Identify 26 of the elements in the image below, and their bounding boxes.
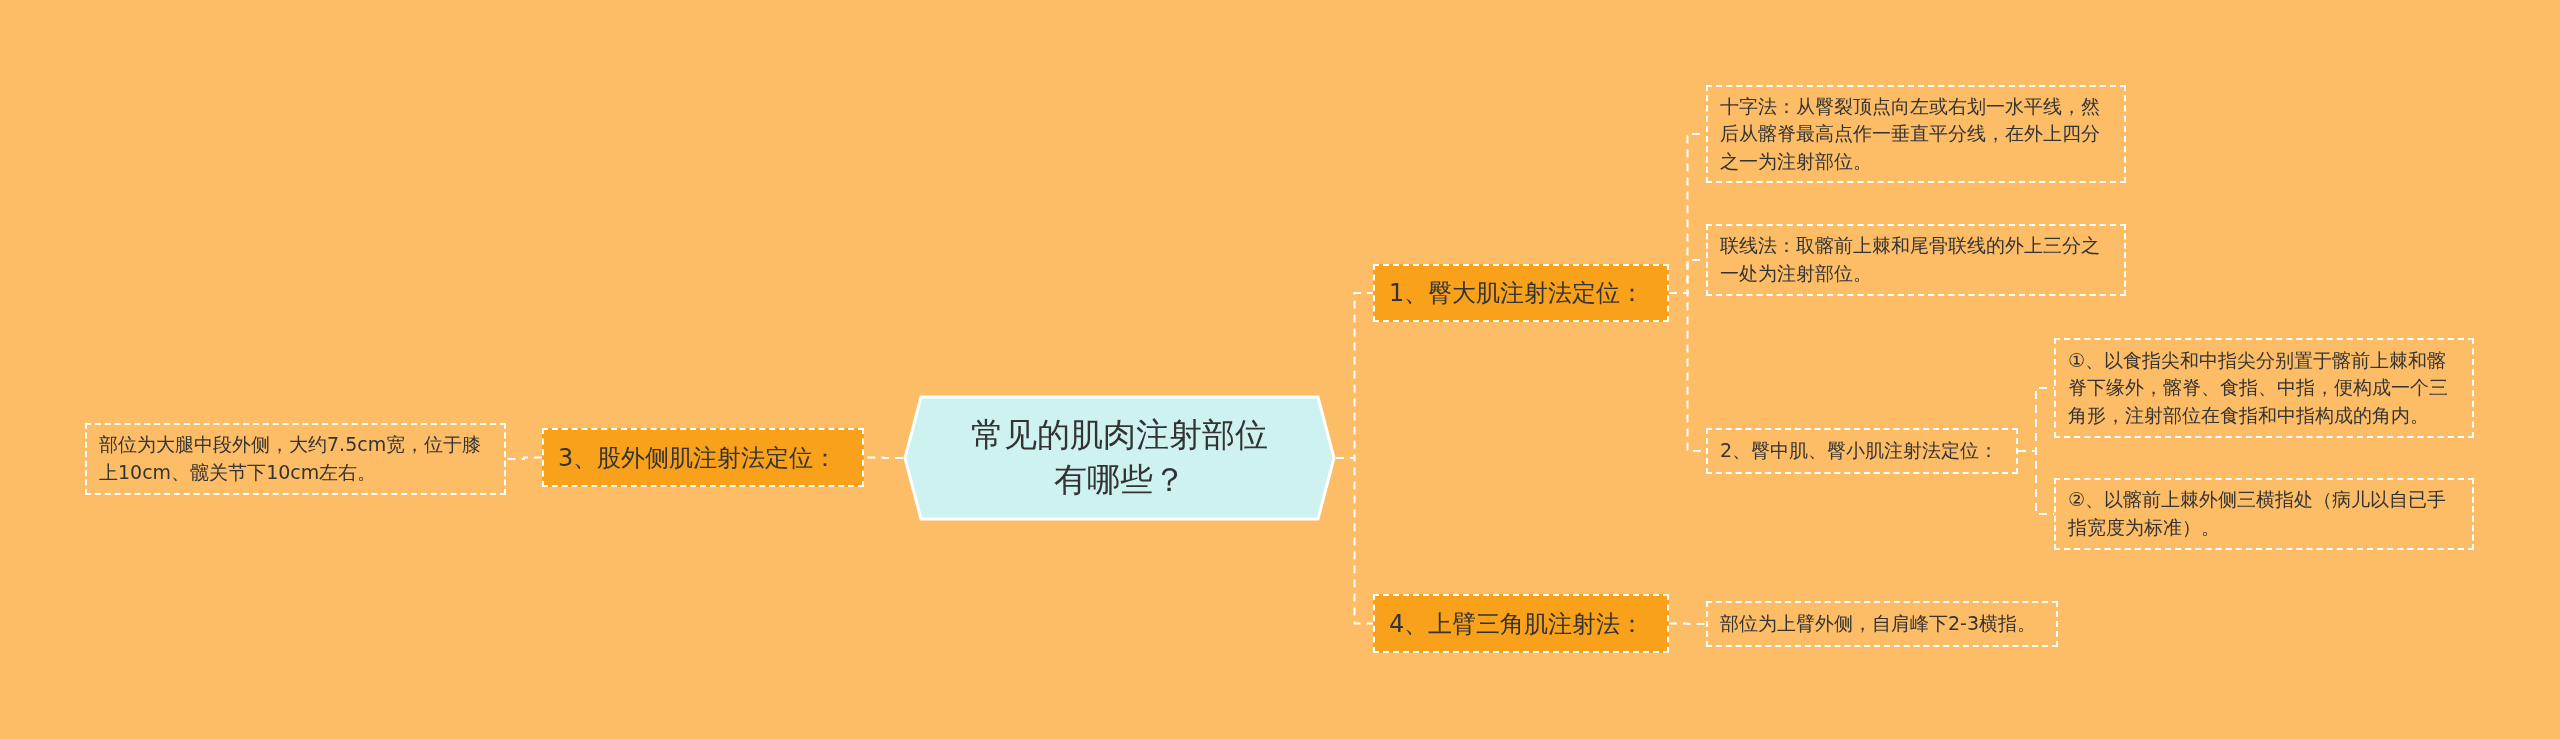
central-topic-hexagon [903,395,1336,521]
note-text: 联线法：取髂前上棘和尾骨联线的外上三分之一处为注射部位。 [1720,233,2101,286]
note-box [1706,428,2018,474]
note-box [1706,85,2126,183]
note-box [2054,338,2474,438]
topic-label: 4、上臂三角肌注射法： [1389,608,1645,640]
note-text: ②、以髂前上棘外侧三横指处（病儿以自已手指宽度为标准）。 [2068,487,2448,540]
note-text: ①、以食指尖和中指尖分别置于髂前上棘和髂脊下缘外，髂脊、食指、中指，便构成一个三角形，注射部位在食指和中指构成的角内。 [2068,347,2449,428]
connector-line [505,456,543,460]
note-text: 部位为上臂外侧，自肩峰下2-3横指。 [1720,611,2037,637]
topic-box [542,428,864,487]
topic-box [1373,594,1669,653]
note-box [85,423,506,495]
note-text: 部位为大腿中段外侧，大约7.5cm宽，位于膝上10cm、髋关节下10cm左右。 [99,432,483,485]
connector-line [1335,457,1374,625]
connector-line [2017,450,2055,515]
note-text: 十字法：从臀裂顶点向左或右划一水平线，然后从髂脊最高点作一垂直平分线，在外上四分之一为注射部位。 [1720,93,2101,174]
connector-line [1668,622,1707,625]
note-box [1706,601,2058,647]
note-box [1706,224,2126,296]
note-box [2054,478,2474,550]
note-text: 2、臀中肌、臀小肌注射法定位： [1720,438,1999,464]
topic-title: 常见的肌肉注射部位有哪些？ [970,414,1269,501]
topic-label: 1、臀大肌注射法定位： [1389,278,1645,309]
topic-label: 3、股外侧肌注射法定位： [558,442,838,474]
topic-box [1373,264,1669,322]
